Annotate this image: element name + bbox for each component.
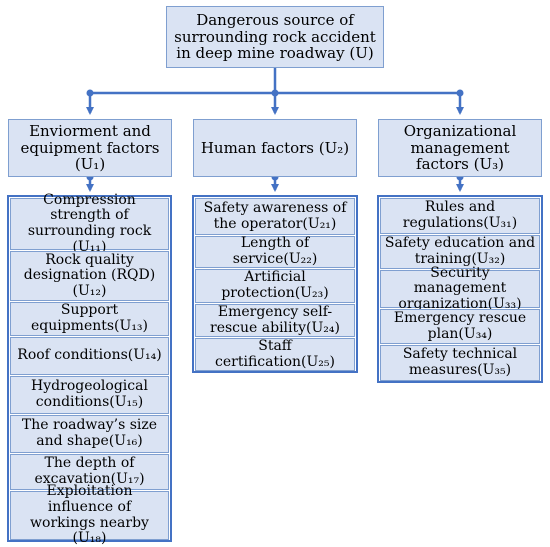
factor-item: Length of service(U₂₂) — [195, 235, 355, 268]
junction-dot-left — [86, 89, 94, 97]
factor-item: The roadway’s size and shape(U₁₆) — [10, 415, 169, 453]
factor-group-human: Safety awareness of the operator(U₂₁) Le… — [192, 195, 358, 373]
junction-dot-root — [271, 89, 279, 97]
factor-item: Emergency rescue plan(U₃₄) — [380, 309, 540, 344]
factor-item: Safety education and training(U₃₂) — [380, 235, 540, 269]
category-node-organizational: Organizational management factors (U₃) — [378, 119, 542, 177]
factor-item: Compression strength of surrounding rock… — [10, 192, 169, 255]
factor-item: Hydrogeological conditions(U₁₅) — [10, 376, 169, 414]
root-node: Dangerous source of surrounding rock acc… — [166, 6, 384, 68]
category-node-human: Human factors (U₂) — [193, 119, 357, 177]
factor-item: Rules and regulations(U₃₁) — [380, 198, 540, 234]
factor-item: Rock quality designation (RQD) (U₁₂) — [10, 251, 169, 301]
factor-item: Security management organization(U₃₃) — [380, 265, 540, 312]
factor-item: Artificial protection(U₂₃) — [195, 269, 355, 303]
factor-item: The depth of excavation(U₁₇) — [10, 454, 169, 490]
factor-item: Emergency self-rescue ability(U₂₄) — [195, 304, 355, 337]
factor-item: Roof conditions(U₁₄) — [10, 337, 169, 375]
category-node-environment: Enviorment and equipment factors (U₁) — [8, 119, 172, 177]
factor-item: Staff certification(U₂₅) — [195, 338, 355, 371]
factor-item: Support equipments(U₁₃) — [10, 302, 169, 336]
junction-dot-right — [456, 89, 464, 97]
factor-item: Safety technical measures(U₃₅) — [380, 345, 540, 381]
factor-item: Safety awareness of the operator(U₂₁) — [195, 198, 355, 235]
factor-item: Exploitation influence of workings nearb… — [10, 483, 169, 546]
factor-group-environment: Compression strength of surrounding rock… — [7, 192, 172, 546]
factor-group-organizational: Rules and regulations(U₃₁) Safety educat… — [377, 195, 543, 383]
